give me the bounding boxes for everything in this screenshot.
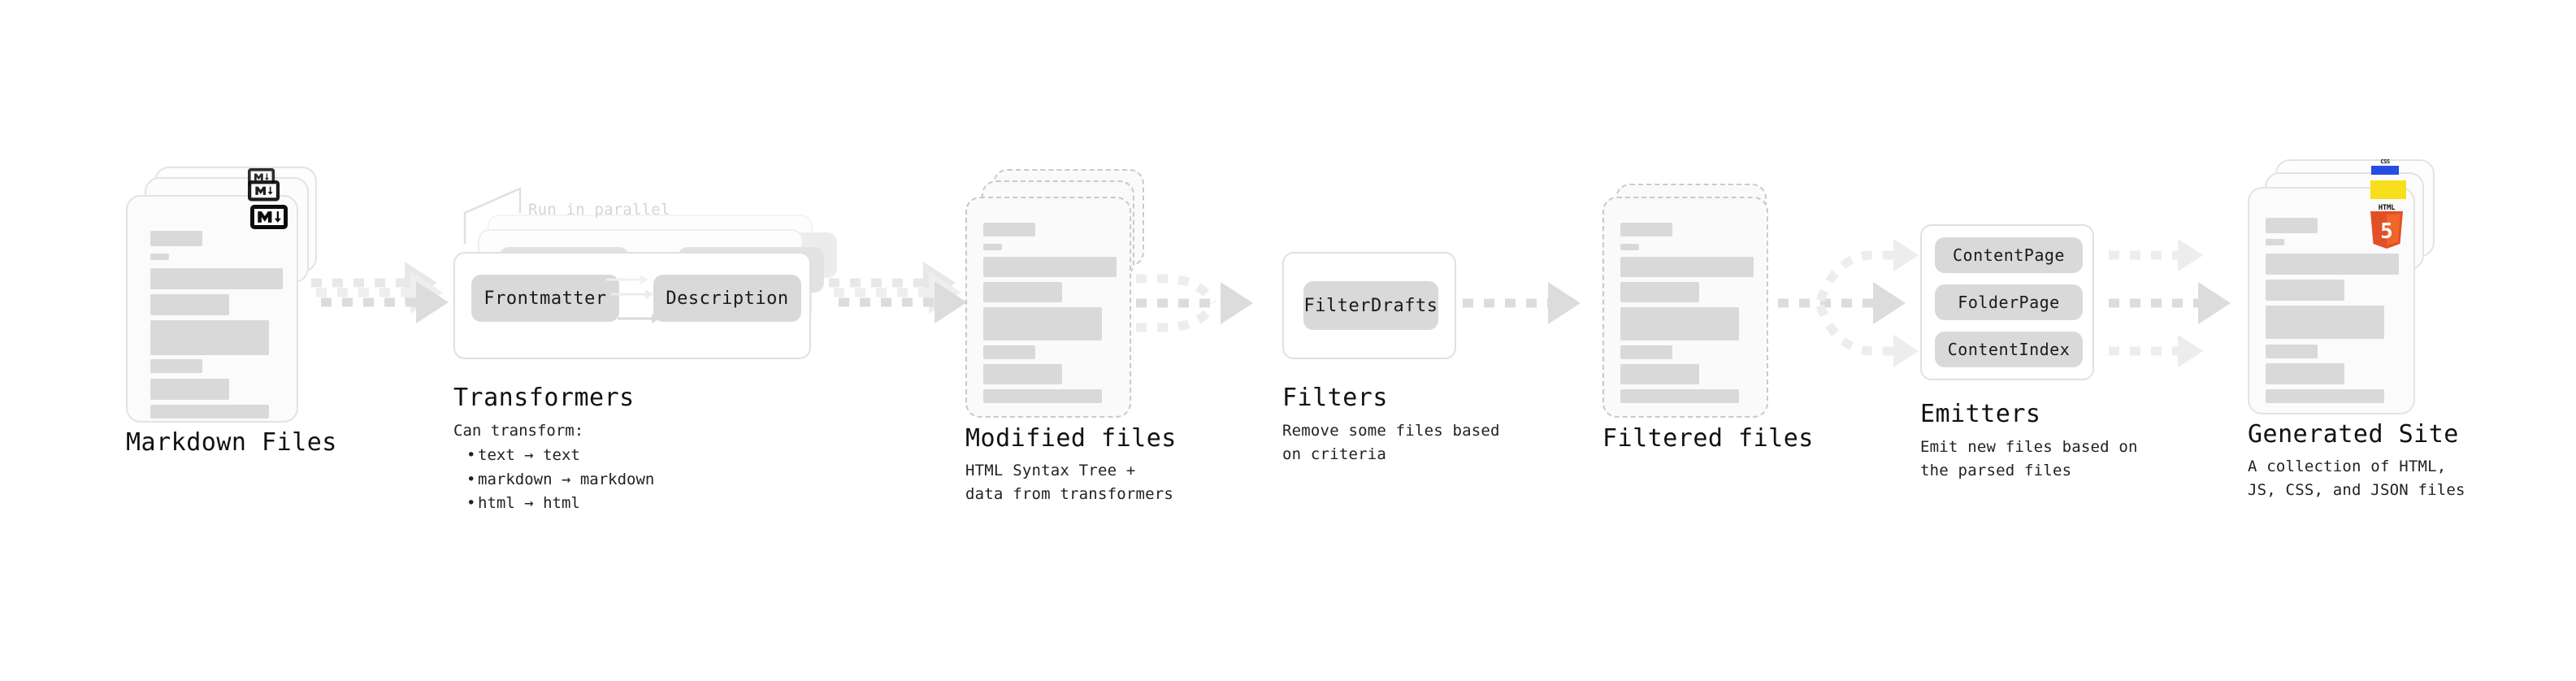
stage-caption-emitters: Emit new files based on the parsed files xyxy=(1920,438,2138,480)
transformer-node-frontmatter[interactable]: Frontmatter xyxy=(471,275,619,322)
filter-node-filterdrafts[interactable]: FilterDrafts xyxy=(1303,281,1438,330)
emitters-panel: ContentPage FolderPage ContentIndex xyxy=(1920,224,2094,380)
html5-badge-label: HTML xyxy=(2378,204,2396,212)
stage-title-filters: Filters xyxy=(1282,384,1388,412)
stage-title-emitters: Emitters xyxy=(1920,400,2041,428)
transformers-bullets: Can transform: text → text markdown → ma… xyxy=(453,419,654,516)
stage-title-transformers: Transformers xyxy=(453,384,635,412)
transformer-node-description[interactable]: Description xyxy=(653,275,801,322)
stage-caption-filters: Remove some files based on criteria xyxy=(1282,422,1500,464)
filtered-doc-front xyxy=(1602,197,1768,418)
stage-caption-modified-files: HTML Syntax Tree + data from transformer… xyxy=(965,462,1174,504)
css-badge-label: CSS xyxy=(2380,158,2390,165)
stage-title-filtered-files: Filtered files xyxy=(1602,424,1814,453)
stage-title-markdown-files: Markdown Files xyxy=(126,428,337,457)
bullet-item: markdown → markdown xyxy=(466,468,654,492)
inner-arrow-icon xyxy=(606,275,660,323)
svg-text:5: 5 xyxy=(2380,219,2393,244)
markdown-doc-front xyxy=(126,195,298,423)
stage-title-generated-site: Generated Site xyxy=(2248,420,2459,449)
markdown-badge-front xyxy=(250,205,288,229)
css-badge: CSS xyxy=(2371,158,2399,175)
bullet-item: html → html xyxy=(466,492,654,516)
emitter-node-contentpage[interactable]: ContentPage xyxy=(1935,237,2083,273)
bullets-heading: Can transform: xyxy=(453,422,584,440)
bullet-item: text → text xyxy=(466,444,654,468)
html5-badge: HTML 5 xyxy=(2369,204,2405,251)
emitter-node-contentindex[interactable]: ContentIndex xyxy=(1935,332,2083,367)
run-in-parallel-label: Run in parallel xyxy=(528,201,670,219)
bullets-list: text → text markdown → markdown html → h… xyxy=(453,444,654,516)
modified-doc-front xyxy=(965,197,1131,418)
filters-panel: FilterDrafts xyxy=(1282,252,1456,359)
emitter-node-folderpage[interactable]: FolderPage xyxy=(1935,284,2083,320)
generated-site-stack: CSS HTML 5 xyxy=(0,0,2435,414)
js-badge xyxy=(2370,180,2406,199)
stage-title-modified-files: Modified files xyxy=(965,424,1177,453)
markdown-badge-back-1 xyxy=(248,180,280,202)
transformers-panel: Frontmatter Description xyxy=(453,252,811,359)
stage-caption-generated-site: A collection of HTML, JS, CSS, and JSON … xyxy=(2248,458,2465,500)
